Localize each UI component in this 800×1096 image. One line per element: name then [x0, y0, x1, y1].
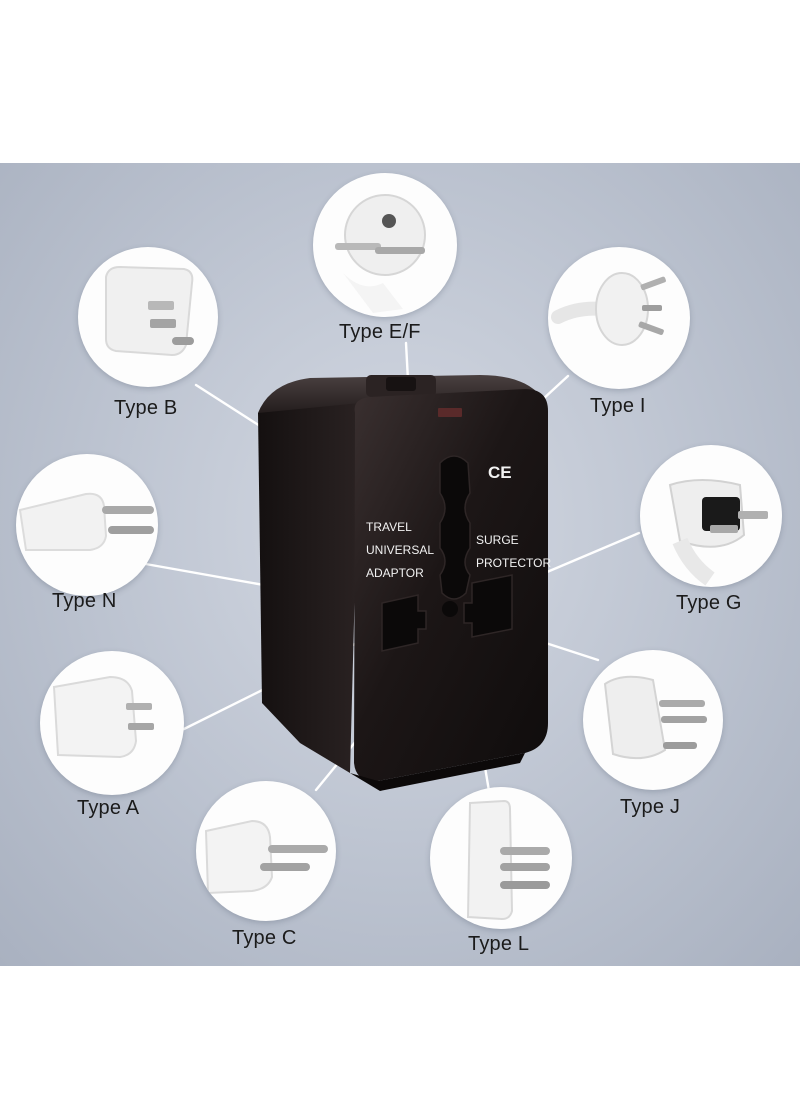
device-text-line: ADAPTOR [366, 566, 424, 580]
device-right-text: SURGE PROTECTOR [476, 529, 551, 575]
type-a-label: Type A [77, 797, 140, 819]
ce-mark: CE [488, 463, 512, 482]
type-g-label: Type G [676, 592, 742, 614]
type-i-plug-image [548, 247, 690, 389]
adaptor-device [258, 375, 548, 791]
type-c-plug-image [196, 781, 336, 921]
type-n-label: Type N [52, 590, 117, 612]
type-l-label: Type L [468, 933, 530, 955]
device-text-line: PROTECTOR [476, 556, 552, 570]
device-left-text: TRAVEL UNIVERSAL ADAPTOR [366, 516, 434, 585]
type-c-label: Type C [232, 927, 297, 949]
type-ef-plug-image [313, 173, 457, 317]
device-text-line: TRAVEL [366, 520, 412, 534]
type-l-plug-image [430, 787, 572, 929]
type-b-plug-image [78, 247, 218, 387]
type-n-plug-image [16, 454, 158, 596]
device-text-line: UNIVERSAL [366, 543, 435, 557]
type-j-label: Type J [620, 796, 681, 818]
type-a-plug-image [40, 651, 184, 795]
type-g-plug-image [640, 445, 782, 587]
type-b-label: Type B [114, 397, 178, 419]
product-image-panel: TRAVEL UNIVERSAL ADAPTOR SURGE PROTECTOR… [0, 163, 800, 966]
device-text-line: SURGE [476, 533, 519, 547]
type-i-label: Type I [590, 395, 646, 417]
type-j-plug-image [583, 650, 723, 790]
type-ef-label: Type E/F [339, 321, 421, 343]
